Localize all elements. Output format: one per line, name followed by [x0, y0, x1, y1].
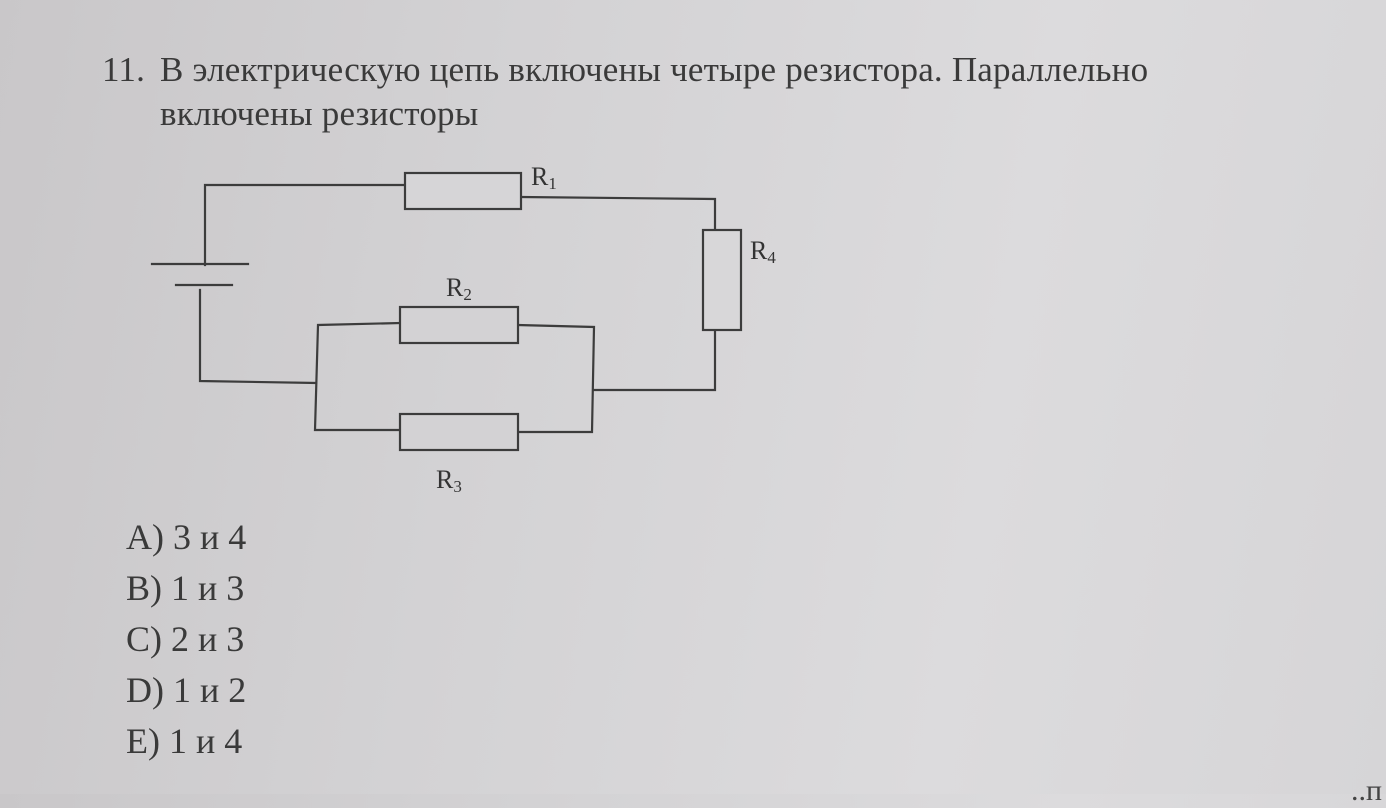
wire-parallel-left: [313, 321, 402, 432]
wire-left-bottom: [198, 288, 318, 385]
question-line-1: В электрическую цепь включены четыре рез…: [160, 50, 1149, 89]
answer-option-e[interactable]: E) 1 и 4: [126, 721, 243, 761]
cut-off-text: ..п: [1350, 774, 1382, 807]
label-r2: R2: [446, 273, 472, 304]
label-r1: R1: [531, 162, 557, 193]
label-r4: R4: [750, 236, 776, 267]
question-line-2: включены резисторы: [160, 94, 479, 133]
answer-option-c[interactable]: C) 2 и 3: [126, 619, 245, 659]
answer-option-b[interactable]: B) 1 и 3: [126, 568, 245, 608]
wire-top-left: [203, 183, 407, 267]
resistor-r4: [701, 228, 743, 332]
wire-right-bottom: [592, 328, 717, 392]
resistor-r1: [403, 171, 523, 211]
answer-options: A) 3 и 4 B) 1 и 3 C) 2 и 3 D) 1 и 2 E) 1…: [126, 512, 246, 767]
resistor-r3: [398, 412, 520, 452]
label-r3: R3: [436, 465, 462, 496]
answer-option-a[interactable]: A) 3 и 4: [126, 517, 247, 557]
wire-parallel-right: [516, 323, 596, 434]
resistor-r2: [398, 305, 520, 345]
wire-top-right: [519, 195, 717, 232]
question-text: 11. В электрическую цепь включены четыре …: [102, 48, 1342, 136]
answer-option-d[interactable]: D) 1 и 2: [126, 670, 247, 710]
question-number: 11.: [102, 50, 146, 89]
